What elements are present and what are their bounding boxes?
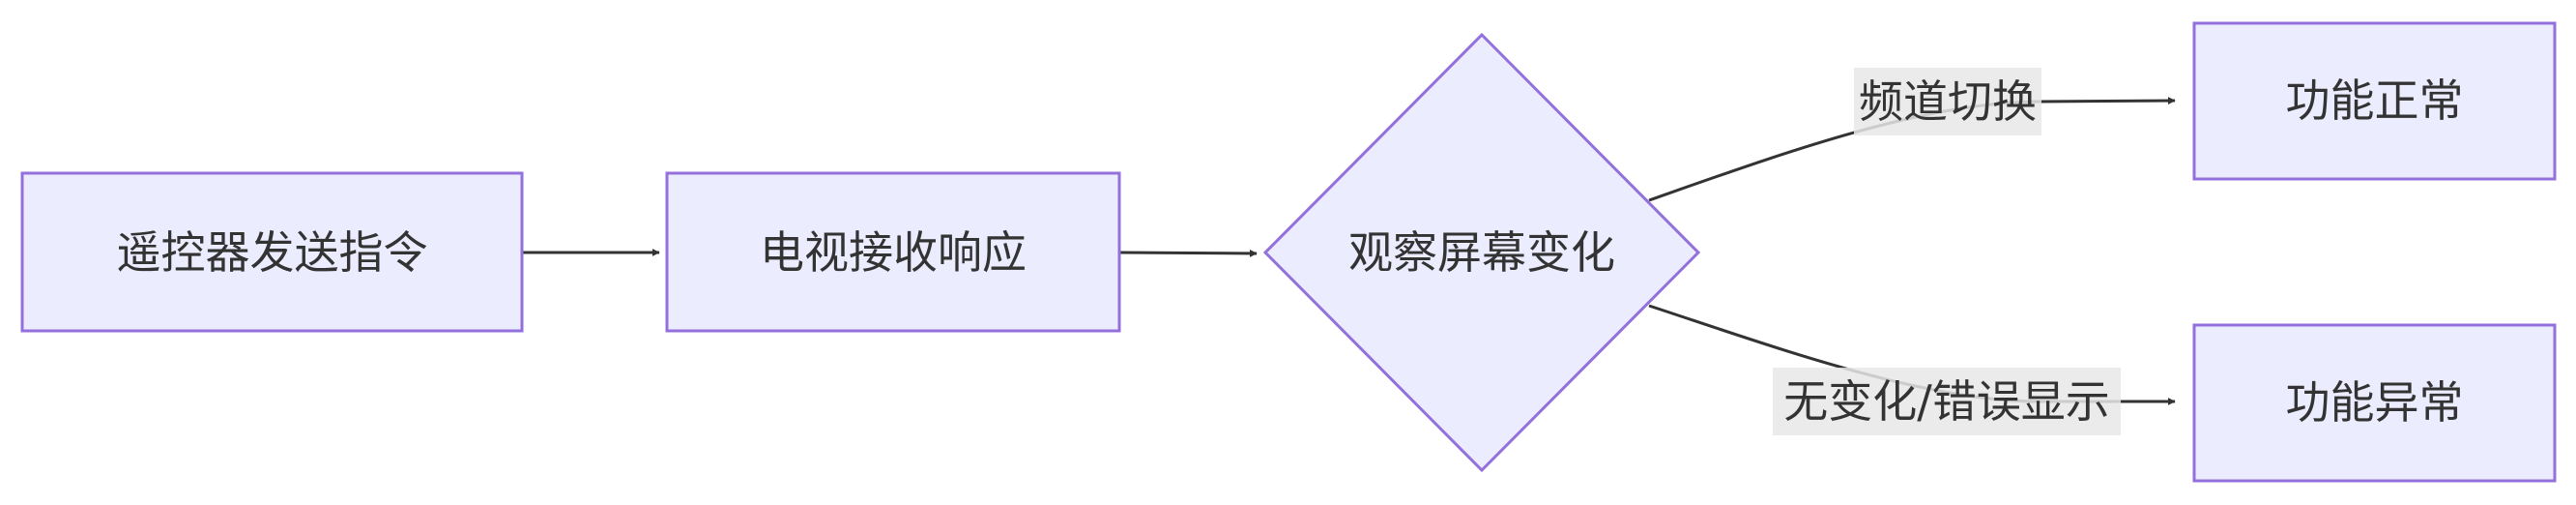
node-tv-receive: 电视接收响应 (665, 171, 1121, 333)
node-function-normal: 功能正常 (2192, 21, 2557, 181)
node-observe-decision-diamond (1262, 32, 1701, 473)
node-remote-send-box (20, 171, 524, 333)
node-function-abnormal: 功能异常 (2192, 323, 2557, 483)
node-function-normal-label: 功能正常 (2286, 74, 2464, 127)
node-observe-decision-label: 观察屏幕变化 (1348, 226, 1615, 279)
node-tv-receive-label: 电视接收响应 (760, 226, 1027, 279)
edge-label-nochange: 无变化/错误显示 (1773, 368, 2121, 435)
edge-label-nochange-bg (1773, 368, 2121, 435)
edge-label-channel-bg (1854, 68, 2041, 135)
edge-tv-to-observe (1118, 249, 1258, 257)
edge-label-nochange-text: 无变化/错误显示 (1783, 375, 2110, 428)
node-function-normal-box (2192, 21, 2557, 181)
node-remote-send: 遥控器发送指令 (20, 171, 524, 333)
node-tv-receive-box (665, 171, 1121, 333)
node-observe-decision: 观察屏幕变化 (1262, 32, 1701, 473)
node-function-abnormal-box (2192, 323, 2557, 483)
node-remote-send-label: 遥控器发送指令 (117, 226, 428, 279)
edge-label-channel: 频道切换 (1854, 68, 2041, 135)
node-function-abnormal-label: 功能异常 (2286, 376, 2464, 429)
edge-label-channel-text: 频道切换 (1859, 75, 2037, 128)
